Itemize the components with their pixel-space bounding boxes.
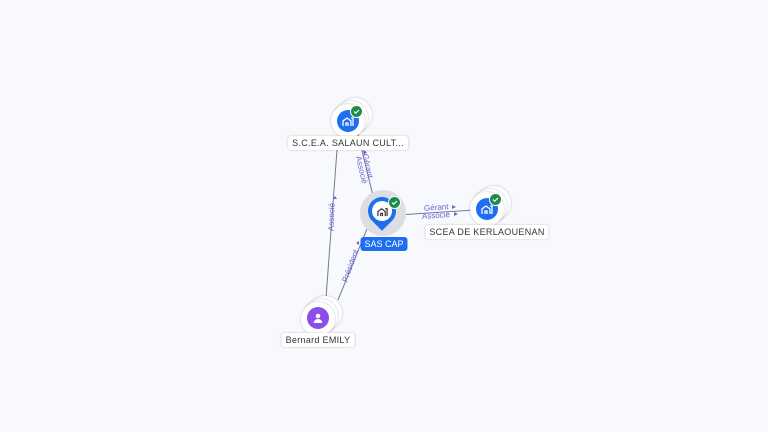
person-icon <box>307 307 329 329</box>
arrow <box>454 212 458 216</box>
arrow <box>356 241 359 245</box>
arrow <box>363 150 367 155</box>
node-label: SCEA DE KERLAOUENAN <box>425 225 549 239</box>
company-icon <box>372 201 392 221</box>
edge-bernard-salaun <box>325 149 338 299</box>
edge-bernard-sascap <box>337 223 370 301</box>
check-icon <box>388 196 401 209</box>
arrow <box>452 205 456 209</box>
node-label: SAS CAP <box>360 237 408 251</box>
edge-sascap-kerlaouenan <box>397 209 475 216</box>
arrow <box>333 196 337 199</box>
node-label: Bernard EMILY <box>281 333 355 347</box>
node-label: S.C.E.A. SALAUN CULT... <box>288 136 408 150</box>
check-icon <box>489 193 502 206</box>
check-icon <box>350 105 363 118</box>
edge-label-associe: Associé <box>326 202 337 232</box>
